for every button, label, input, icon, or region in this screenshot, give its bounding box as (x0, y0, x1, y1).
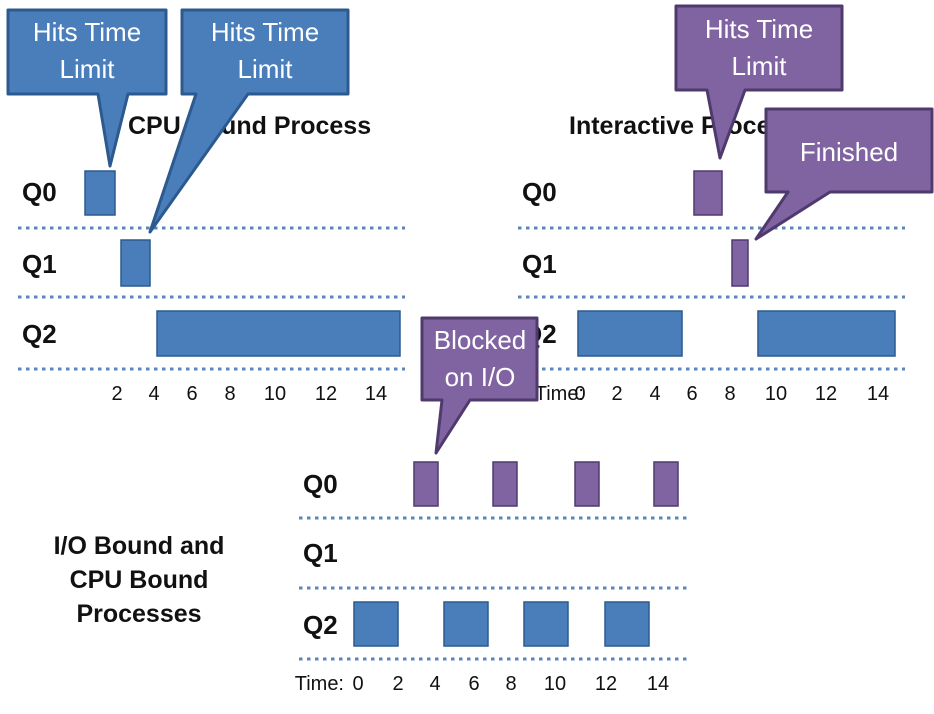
callout-cpu-1-line-1: Hits Time (33, 17, 141, 47)
cpu-tick-8: 8 (224, 383, 235, 405)
mixed-tick-2: 2 (392, 673, 403, 695)
interactive-tick-12: 12 (815, 383, 837, 405)
mixed-title-line-2: CPU Bound (70, 566, 209, 594)
mixed-panel: I/O Bound and CPU Bound Processes Q0 Q1 … (54, 461, 688, 695)
cpu-q0-slice (84, 170, 116, 216)
interactive-q2-cpu-slice-1 (577, 310, 683, 357)
mixed-tick-0: 0 (352, 673, 363, 695)
interactive-q2-cpu-slice-2 (757, 310, 896, 357)
interactive-time-axis: Time: 0 2 4 6 8 10 12 14 (535, 383, 889, 405)
callout-blocked-line-1: Blocked (434, 325, 527, 355)
mixed-queue-label-q1: Q1 (303, 538, 338, 568)
interactive-tick-10: 10 (765, 383, 787, 405)
interactive-time-label: Time: (535, 383, 584, 405)
cpu-queue-label-q2: Q2 (22, 319, 57, 349)
interactive-tick-14: 14 (867, 383, 889, 405)
mixed-time-axis: Time: 0 2 4 6 8 10 12 14 (295, 673, 669, 695)
callout-finished-text: Finished (800, 137, 898, 167)
mixed-q2-cpu-slice-2 (443, 601, 489, 647)
mixed-tick-14: 14 (647, 673, 669, 695)
interactive-tick-0: 0 (574, 383, 585, 405)
cpu-tick-14: 14 (365, 383, 387, 405)
callout-cpu-hits-time-limit-2: Hits Time Limit (148, 8, 350, 234)
cpu-tick-12: 12 (315, 383, 337, 405)
mixed-title-line-3: Processes (76, 600, 201, 628)
mixed-q0-io-slice-4 (653, 461, 679, 507)
cpu-queue-label-q0: Q0 (22, 177, 57, 207)
interactive-q1-slice (731, 239, 749, 287)
interactive-tick-6: 6 (686, 383, 697, 405)
cpu-bound-panel: CPU Bound Process Q0 Q1 Q2 2 4 6 8 10 12… (18, 112, 405, 405)
callout-cpu-2-line-2: Limit (238, 54, 294, 84)
mixed-tick-4: 4 (429, 673, 440, 695)
cpu-tick-10: 10 (264, 383, 286, 405)
cpu-q1-slice (120, 239, 151, 287)
interactive-queue-label-q0: Q0 (522, 177, 557, 207)
mixed-q0-io-slice-1 (413, 461, 439, 507)
mixed-q0-io-slice-2 (492, 461, 518, 507)
cpu-tick-4: 4 (148, 383, 159, 405)
callout-cpu-hits-time-limit-1: Hits Time Limit (6, 8, 168, 168)
callout-blocked-line-2: on I/O (445, 362, 516, 392)
interactive-q0-slice (693, 170, 723, 216)
interactive-tick-8: 8 (724, 383, 735, 405)
cpu-queue-label-q1: Q1 (22, 249, 57, 279)
mixed-tick-12: 12 (595, 673, 617, 695)
mixed-q2-cpu-slice-1 (353, 601, 399, 647)
mixed-time-label: Time: (295, 673, 344, 695)
interactive-panel-title: Interactive Process (569, 112, 798, 140)
callout-interactive-line-2: Limit (732, 51, 788, 81)
callout-interactive-hits-time-limit: Hits Time Limit (674, 4, 844, 160)
cpu-tick-2: 2 (111, 383, 122, 405)
mixed-tick-8: 8 (505, 673, 516, 695)
cpu-panel-title: CPU Bound Process (128, 112, 371, 140)
mixed-title-line-1: I/O Bound and (54, 532, 225, 560)
cpu-tick-6: 6 (186, 383, 197, 405)
callout-blocked-on-io: Blocked on I/O (420, 316, 539, 455)
mixed-q0-io-slice-3 (574, 461, 600, 507)
mixed-queue-label-q2: Q2 (303, 610, 338, 640)
interactive-tick-2: 2 (611, 383, 622, 405)
mixed-tick-10: 10 (544, 673, 566, 695)
callout-interactive-line-1: Hits Time (705, 14, 813, 44)
mixed-q2-cpu-slice-4 (604, 601, 650, 647)
mixed-q2-cpu-slice-3 (523, 601, 569, 647)
cpu-q2-slice (156, 310, 401, 357)
interactive-tick-4: 4 (649, 383, 660, 405)
interactive-queue-label-q1: Q1 (522, 249, 557, 279)
mixed-queue-label-q0: Q0 (303, 469, 338, 499)
callout-cpu-1-line-2: Limit (60, 54, 116, 84)
cpu-time-axis: 2 4 6 8 10 12 14 (111, 383, 387, 405)
callout-cpu-2-line-1: Hits Time (211, 17, 319, 47)
mixed-tick-6: 6 (468, 673, 479, 695)
callout-finished: Finished (754, 107, 934, 241)
